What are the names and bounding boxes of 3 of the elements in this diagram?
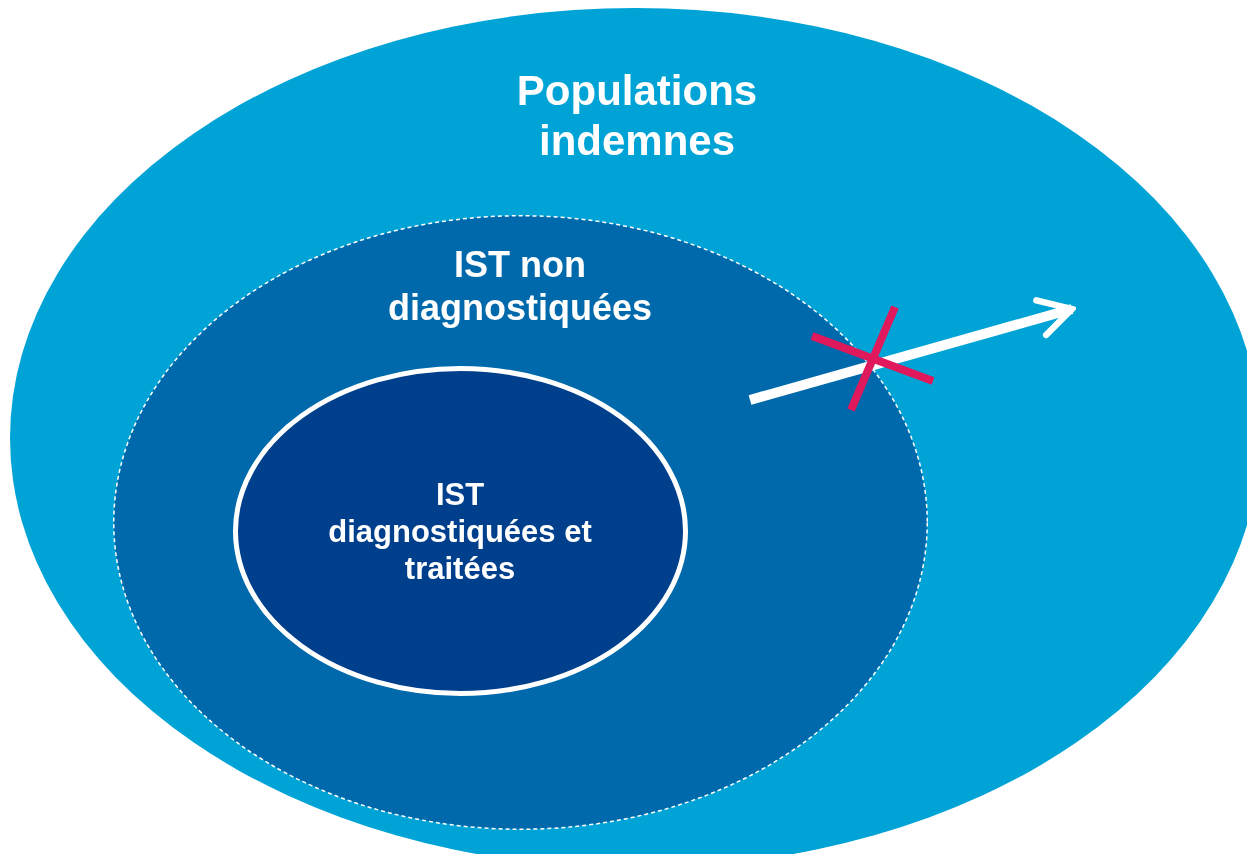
region-label: IST non diagnostiquées [386, 243, 653, 330]
region-label: Populations indemnes [515, 66, 759, 167]
region-label: IST diagnostiquées et traitées [327, 476, 593, 588]
